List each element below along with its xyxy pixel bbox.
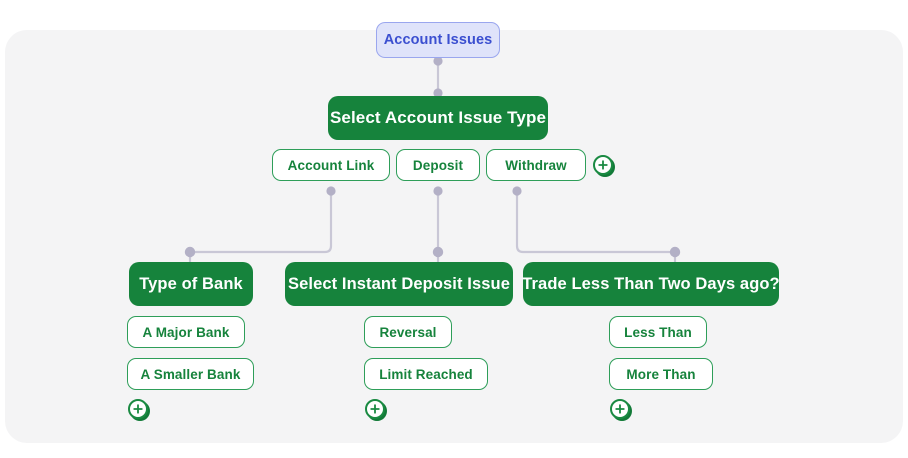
chip-reversal-label: Reversal xyxy=(379,324,437,340)
node-trade-less-than-two-days-ago[interactable]: Trade Less Than Two Days ago? xyxy=(522,262,780,306)
plus-icon xyxy=(598,160,608,170)
chip-withdraw-label: Withdraw xyxy=(505,157,567,173)
chip-limit-reached[interactable]: Limit Reached xyxy=(364,358,488,390)
chip-a-major-bank[interactable]: A Major Bank xyxy=(127,316,245,348)
dot-instantdeposit-top xyxy=(432,246,444,258)
chip-more-than-label: More Than xyxy=(626,366,696,382)
add-option-button-type-of-bank[interactable] xyxy=(128,399,148,419)
dot-typeofbank-top xyxy=(184,246,196,258)
chip-withdraw[interactable]: Withdraw xyxy=(486,149,586,181)
node-select-instant-deposit-issue[interactable]: Select Instant Deposit Issue xyxy=(285,262,513,306)
chip-deposit-label: Deposit xyxy=(412,157,464,173)
add-option-button-trade[interactable] xyxy=(610,399,630,419)
chip-limit-reached-label: Limit Reached xyxy=(379,366,473,382)
dot-withdraw-bottom xyxy=(512,186,522,196)
node-select-instant-deposit-issue-label: Select Instant Deposit Issue xyxy=(288,274,510,293)
node-trade-less-than-two-days-ago-label: Trade Less Than Two Days ago? xyxy=(522,274,780,293)
wire-accountlink-to-typeofbank xyxy=(188,189,333,264)
dot-trade-top xyxy=(669,246,681,258)
plus-icon xyxy=(615,404,625,414)
chip-less-than[interactable]: Less Than xyxy=(609,316,707,348)
dot-accountlink-bottom xyxy=(326,186,336,196)
chip-less-than-label: Less Than xyxy=(624,324,692,340)
chip-a-major-bank-label: A Major Bank xyxy=(142,324,230,340)
chip-a-smaller-bank[interactable]: A Smaller Bank xyxy=(127,358,254,390)
node-account-issues-label: Account Issues xyxy=(383,32,493,48)
chip-more-than[interactable]: More Than xyxy=(609,358,713,390)
chip-account-link[interactable]: Account Link xyxy=(272,149,390,181)
add-option-button-level1[interactable] xyxy=(593,155,613,175)
add-option-button-instant-deposit[interactable] xyxy=(365,399,385,419)
chip-account-link-label: Account Link xyxy=(287,157,375,173)
plus-icon xyxy=(370,404,380,414)
node-select-account-issue-type[interactable]: Select Account Issue Type xyxy=(328,96,548,140)
plus-icon xyxy=(133,404,143,414)
chip-reversal[interactable]: Reversal xyxy=(364,316,452,348)
node-select-account-issue-type-label: Select Account Issue Type xyxy=(329,108,546,127)
dot-deposit-bottom xyxy=(433,186,443,196)
node-type-of-bank-label: Type of Bank xyxy=(139,274,243,293)
node-type-of-bank[interactable]: Type of Bank xyxy=(129,262,253,306)
chip-deposit[interactable]: Deposit xyxy=(396,149,480,181)
wire-withdraw-to-trade xyxy=(515,189,677,264)
chip-a-smaller-bank-label: A Smaller Bank xyxy=(140,366,241,382)
node-account-issues[interactable]: Account Issues xyxy=(376,22,500,58)
